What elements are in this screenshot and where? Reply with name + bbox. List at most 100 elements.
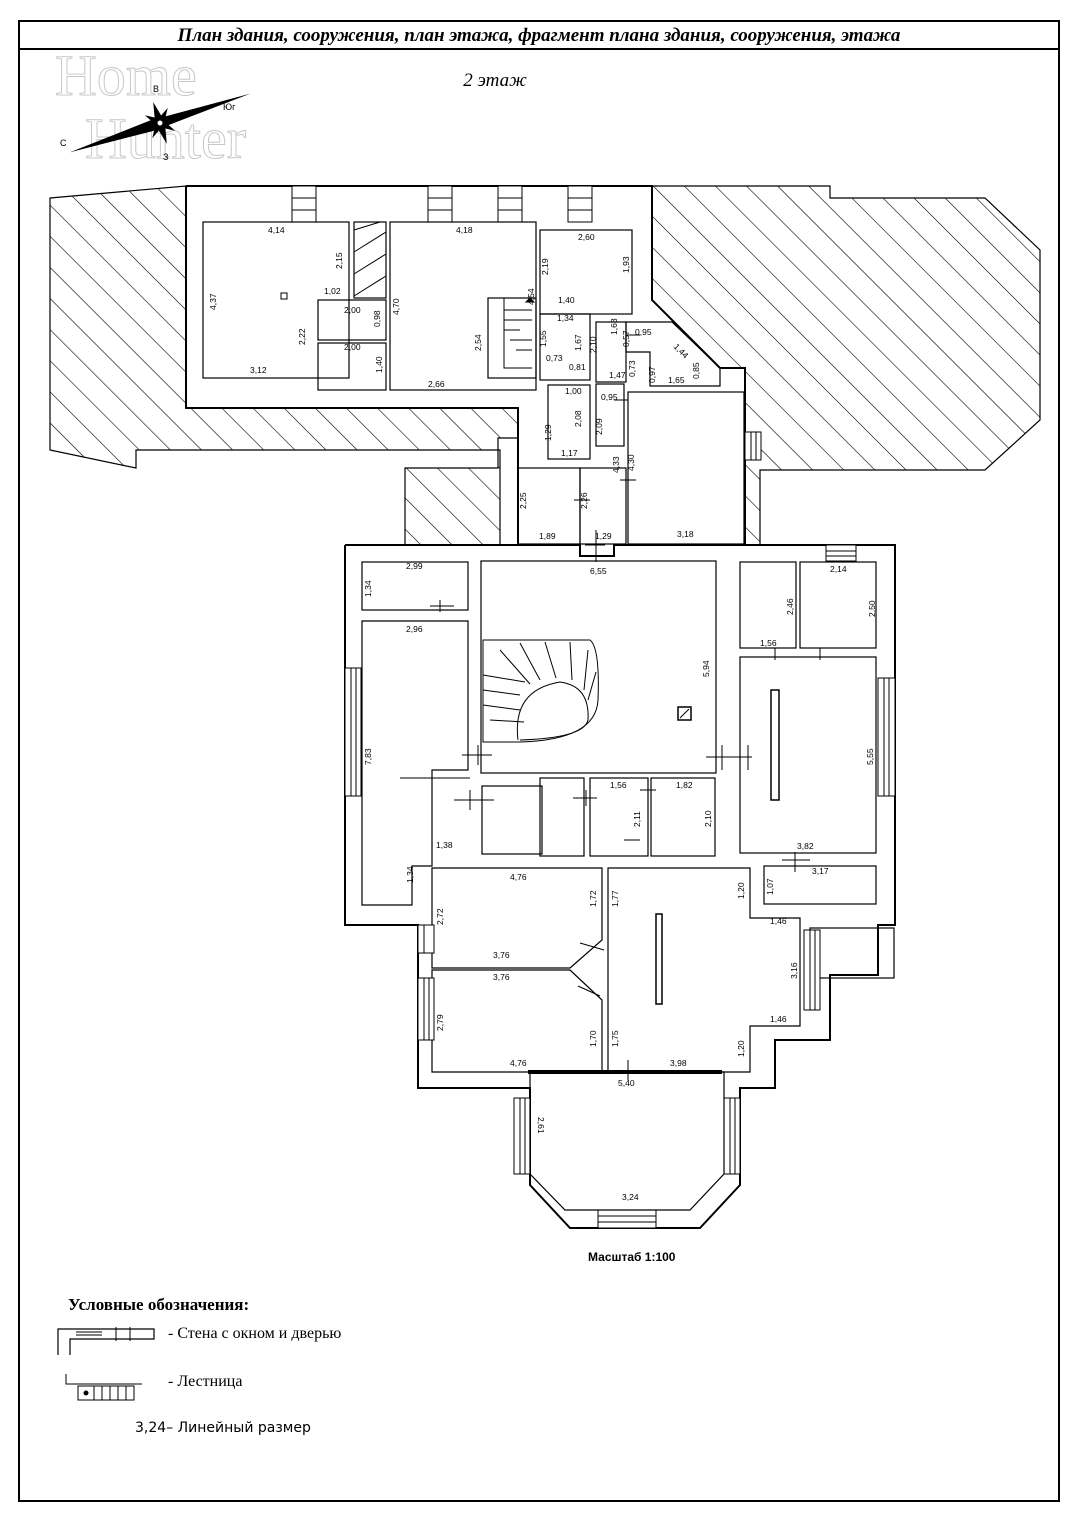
dim-label: 3,12 bbox=[250, 365, 267, 375]
dim-label: 2,60 bbox=[578, 232, 595, 242]
dim-label: 2,79 bbox=[435, 1014, 445, 1031]
dim-label: 3,17 bbox=[812, 866, 829, 876]
dim-label: 2,00 bbox=[344, 305, 361, 315]
dim-label: 1,55 bbox=[538, 330, 548, 347]
dim-label: 4,70 bbox=[391, 298, 401, 315]
main-rooms bbox=[361, 560, 895, 1073]
document-frame bbox=[18, 20, 1060, 1502]
main-windows bbox=[344, 544, 896, 1229]
dim-label: 2,50 bbox=[867, 600, 877, 617]
dim-label: 1,56 bbox=[760, 638, 777, 648]
legend-stairs-label: - Лестница bbox=[168, 1373, 243, 1390]
dim-label: 0,85 bbox=[691, 362, 701, 379]
dim-label: 2,61 bbox=[536, 1117, 546, 1134]
upper-stair-icon bbox=[503, 297, 536, 369]
dim-label: 1,93 bbox=[621, 256, 631, 273]
upper-windows bbox=[291, 185, 762, 461]
column-right bbox=[770, 689, 780, 801]
dim-label: 1,02 bbox=[324, 286, 341, 296]
roof-left-hatch bbox=[49, 185, 519, 546]
dim-label: 0,81 bbox=[569, 362, 586, 372]
dim-label: 1,72 bbox=[588, 890, 598, 907]
legend-dimension-label: 3,24– Линейный размер bbox=[135, 1420, 311, 1436]
dim-label: 1,00 bbox=[565, 386, 582, 396]
roof-right-hatch bbox=[651, 185, 1041, 546]
watermark-line1: Home bbox=[55, 43, 197, 108]
compass-star-icon bbox=[69, 93, 251, 153]
dimension-labels: 4,14 4,37 1,02 2,15 3,12 2,22 2,00 0,98 … bbox=[208, 225, 877, 1202]
floor-label: 2 этаж bbox=[463, 70, 527, 91]
column-center bbox=[655, 913, 663, 1005]
dim-label: 4,30 bbox=[626, 454, 636, 471]
dim-label: 1,70 bbox=[588, 1030, 598, 1047]
dim-label: 2,22 bbox=[297, 328, 307, 345]
dim-label: 1,47 bbox=[609, 370, 626, 380]
dim-label: 1,46 bbox=[770, 916, 787, 926]
dim-label: 2,26 bbox=[579, 492, 589, 509]
compass-south: Юг bbox=[223, 102, 236, 112]
dim-label: 2,10 bbox=[703, 810, 713, 827]
dim-label: 1,67 bbox=[573, 334, 583, 351]
dim-label: 7,83 bbox=[363, 748, 373, 765]
dim-label: 2,99 bbox=[406, 561, 423, 571]
chimney-diagonal bbox=[679, 708, 690, 719]
dim-label: 5,94 bbox=[701, 660, 711, 677]
dim-label: 1,77 bbox=[610, 890, 620, 907]
dim-label: 1,65 bbox=[668, 375, 685, 385]
dim-label: 0,95 bbox=[601, 392, 618, 402]
dim-label: 5,40 bbox=[618, 1078, 635, 1088]
legend-title: Условные обозначения: bbox=[68, 1295, 250, 1314]
chimney-marker bbox=[677, 706, 692, 721]
dim-label: 1,34 bbox=[557, 313, 574, 323]
dim-label: 2,19 bbox=[540, 258, 550, 275]
dim-label: 2,09 bbox=[594, 418, 604, 435]
dim-label: 0,73 bbox=[546, 353, 563, 363]
dim-label: 2,66 bbox=[428, 379, 445, 389]
dim-label: 2,54 bbox=[473, 334, 483, 351]
dim-label: 4,14 bbox=[268, 225, 285, 235]
dim-label: 1,40 bbox=[374, 356, 384, 373]
dim-label: 4,33 bbox=[611, 456, 621, 473]
scale-label: Масштаб 1:100 bbox=[588, 1250, 676, 1264]
compass-rose: С В Юг З bbox=[60, 84, 251, 162]
dim-label: 3,76 bbox=[493, 950, 510, 960]
compass-north: С bbox=[60, 138, 67, 148]
dim-label: 0,57 bbox=[621, 330, 631, 347]
dim-label: 3,24 bbox=[622, 1192, 639, 1202]
dim-label: 1,40 bbox=[558, 295, 575, 305]
dim-label: 1,63 bbox=[609, 318, 619, 335]
dim-label: 0,98 bbox=[372, 310, 382, 327]
dim-label: 1,89 bbox=[539, 531, 556, 541]
door-markers bbox=[400, 334, 821, 1080]
dim-label: 1,20 bbox=[736, 1040, 746, 1057]
dim-label: 1,29 bbox=[595, 531, 612, 541]
legend-wall-label: - Стена с окном и дверью bbox=[168, 1325, 342, 1342]
dim-label: 4,18 bbox=[456, 225, 473, 235]
dim-label: 2,14 bbox=[830, 564, 847, 574]
dim-label: 0,73 bbox=[627, 360, 637, 377]
dim-label: 1,44 bbox=[672, 342, 691, 361]
dim-label: 2,00 bbox=[344, 342, 361, 352]
dim-label: 1,07 bbox=[765, 878, 775, 895]
dim-label: 2,08 bbox=[573, 410, 583, 427]
compass-west: З bbox=[163, 152, 168, 162]
dim-label: 4,76 bbox=[510, 872, 527, 882]
dim-label: 2,72 bbox=[435, 908, 445, 925]
dim-label: 1,75 bbox=[610, 1030, 620, 1047]
dim-label: 2,46 bbox=[785, 598, 795, 615]
dim-label: 3,18 bbox=[677, 529, 694, 539]
dim-label: 0,97 bbox=[647, 366, 657, 383]
dim-label: 2,15 bbox=[334, 252, 344, 269]
dim-label: 2,25 bbox=[518, 492, 528, 509]
dim-label: 4,76 bbox=[510, 1058, 527, 1068]
dim-label: 1,56 bbox=[610, 780, 627, 790]
dim-label: 1,46 bbox=[770, 1014, 787, 1024]
dim-label: 3,98 bbox=[670, 1058, 687, 1068]
dim-label: 1,34 bbox=[405, 866, 415, 883]
bay-window-inner bbox=[529, 1071, 725, 1211]
stairs-icon bbox=[65, 1374, 142, 1401]
dim-label: 4,37 bbox=[208, 293, 218, 310]
dim-label: 6,55 bbox=[590, 566, 607, 576]
dim-label: 0,95 bbox=[635, 327, 652, 337]
dim-label: 1,29 bbox=[543, 424, 553, 441]
